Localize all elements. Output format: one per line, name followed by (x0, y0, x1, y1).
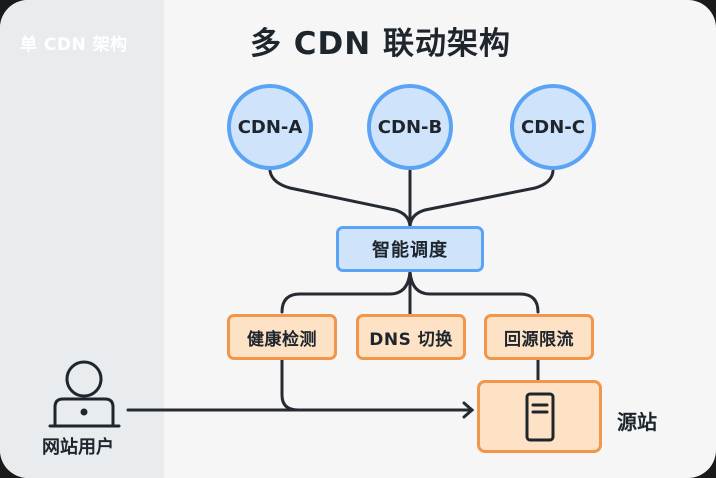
arrow-head-icon (462, 401, 475, 419)
origin-label: 源站 (617, 410, 657, 434)
cdn-node-b: CDN-B (367, 84, 453, 170)
origin-server-box (477, 380, 602, 453)
link-scheduler-health (280, 270, 412, 314)
main-title: 多 CDN 联动架构 (250, 26, 512, 62)
cdn-node-c: CDN-C (510, 84, 596, 170)
origin-throttle-box: 回源限流 (484, 314, 594, 360)
link-health-user-path (280, 358, 300, 412)
cdn-node-a: CDN-A (227, 84, 313, 170)
link-cdn-c-scheduler (408, 169, 555, 228)
link-cdn-a-scheduler (268, 169, 412, 228)
single-cdn-title: 单 CDN 架构 (20, 35, 128, 55)
user-laptop-icon (48, 360, 121, 428)
health-check-box: 健康检测 (227, 314, 337, 360)
server-icon (525, 392, 554, 441)
website-user-label: 网站用户 (42, 437, 114, 458)
dns-switch-box: DNS 切换 (356, 314, 466, 360)
smart-scheduler-box: 智能调度 (336, 226, 484, 272)
link-scheduler-throttle (408, 270, 540, 314)
